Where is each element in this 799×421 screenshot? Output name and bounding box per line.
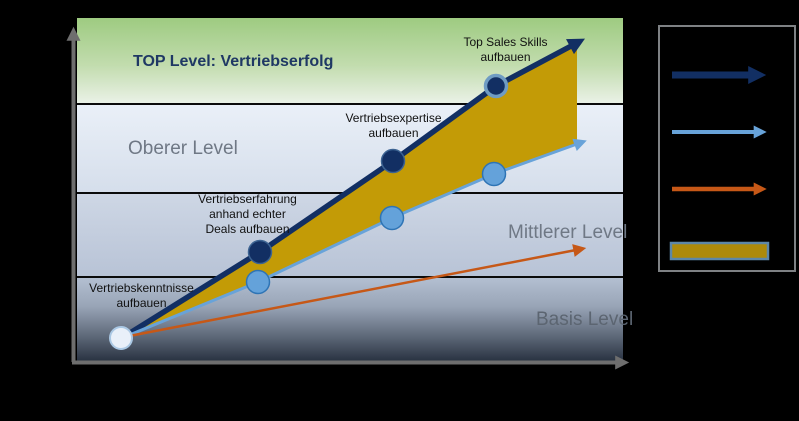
milestone-dot-blue-2 <box>379 205 405 231</box>
level-label-basis: Basis Level <box>536 309 634 330</box>
low-path-arrow <box>123 244 587 339</box>
milestone-label-line: aufbauen <box>368 126 419 140</box>
level-label-mittlerer: Mittlerer Level <box>508 222 628 243</box>
milestone-label-line: Vertriebserfahrung <box>198 192 297 206</box>
legend-icons <box>669 66 770 261</box>
milestone-dot-navy-2 <box>380 148 406 174</box>
milestone-label-line: Deals aufbauen <box>205 222 290 236</box>
level-divider-line-3 <box>77 276 623 278</box>
legend-gold-area-swatch-icon <box>669 241 770 261</box>
milestone-dot-navy-1 <box>247 239 273 265</box>
milestone-dot-blue-3 <box>481 161 507 187</box>
level-divider-line-1 <box>77 103 623 105</box>
milestone-label-line: Vertriebsexpertise <box>345 111 442 125</box>
milestone-label-vertriebsexpertise: Vertriebsexpertise aufbauen <box>336 111 451 141</box>
milestone-label-line: Vertriebskenntnisse <box>89 281 194 295</box>
milestone-label-line: aufbauen <box>116 296 167 310</box>
milestone-dot-navy-3 <box>483 73 509 99</box>
milestone-label-line: aufbauen <box>480 50 531 64</box>
milestone-label-top-sales-skills: Top Sales Skills aufbauen <box>448 35 563 65</box>
legend <box>658 25 796 272</box>
milestone-label-vertriebserfahrung: Vertriebserfahrung anhand echter Deals a… <box>190 192 305 237</box>
milestone-label-vertriebskenntnisse: Vertriebskenntnisse aufbauen <box>84 281 199 311</box>
milestone-label-line: anhand echter <box>209 207 286 221</box>
milestone-label-line: Top Sales Skills <box>463 35 548 49</box>
milestone-dot-blue-1 <box>245 269 271 295</box>
milestone-dot-start <box>109 326 133 350</box>
top-level-label: TOP Level: Vertriebserfolg <box>133 53 334 70</box>
gap-area-polygon <box>122 42 577 338</box>
level-label-oberer: Oberer Level <box>128 138 238 159</box>
